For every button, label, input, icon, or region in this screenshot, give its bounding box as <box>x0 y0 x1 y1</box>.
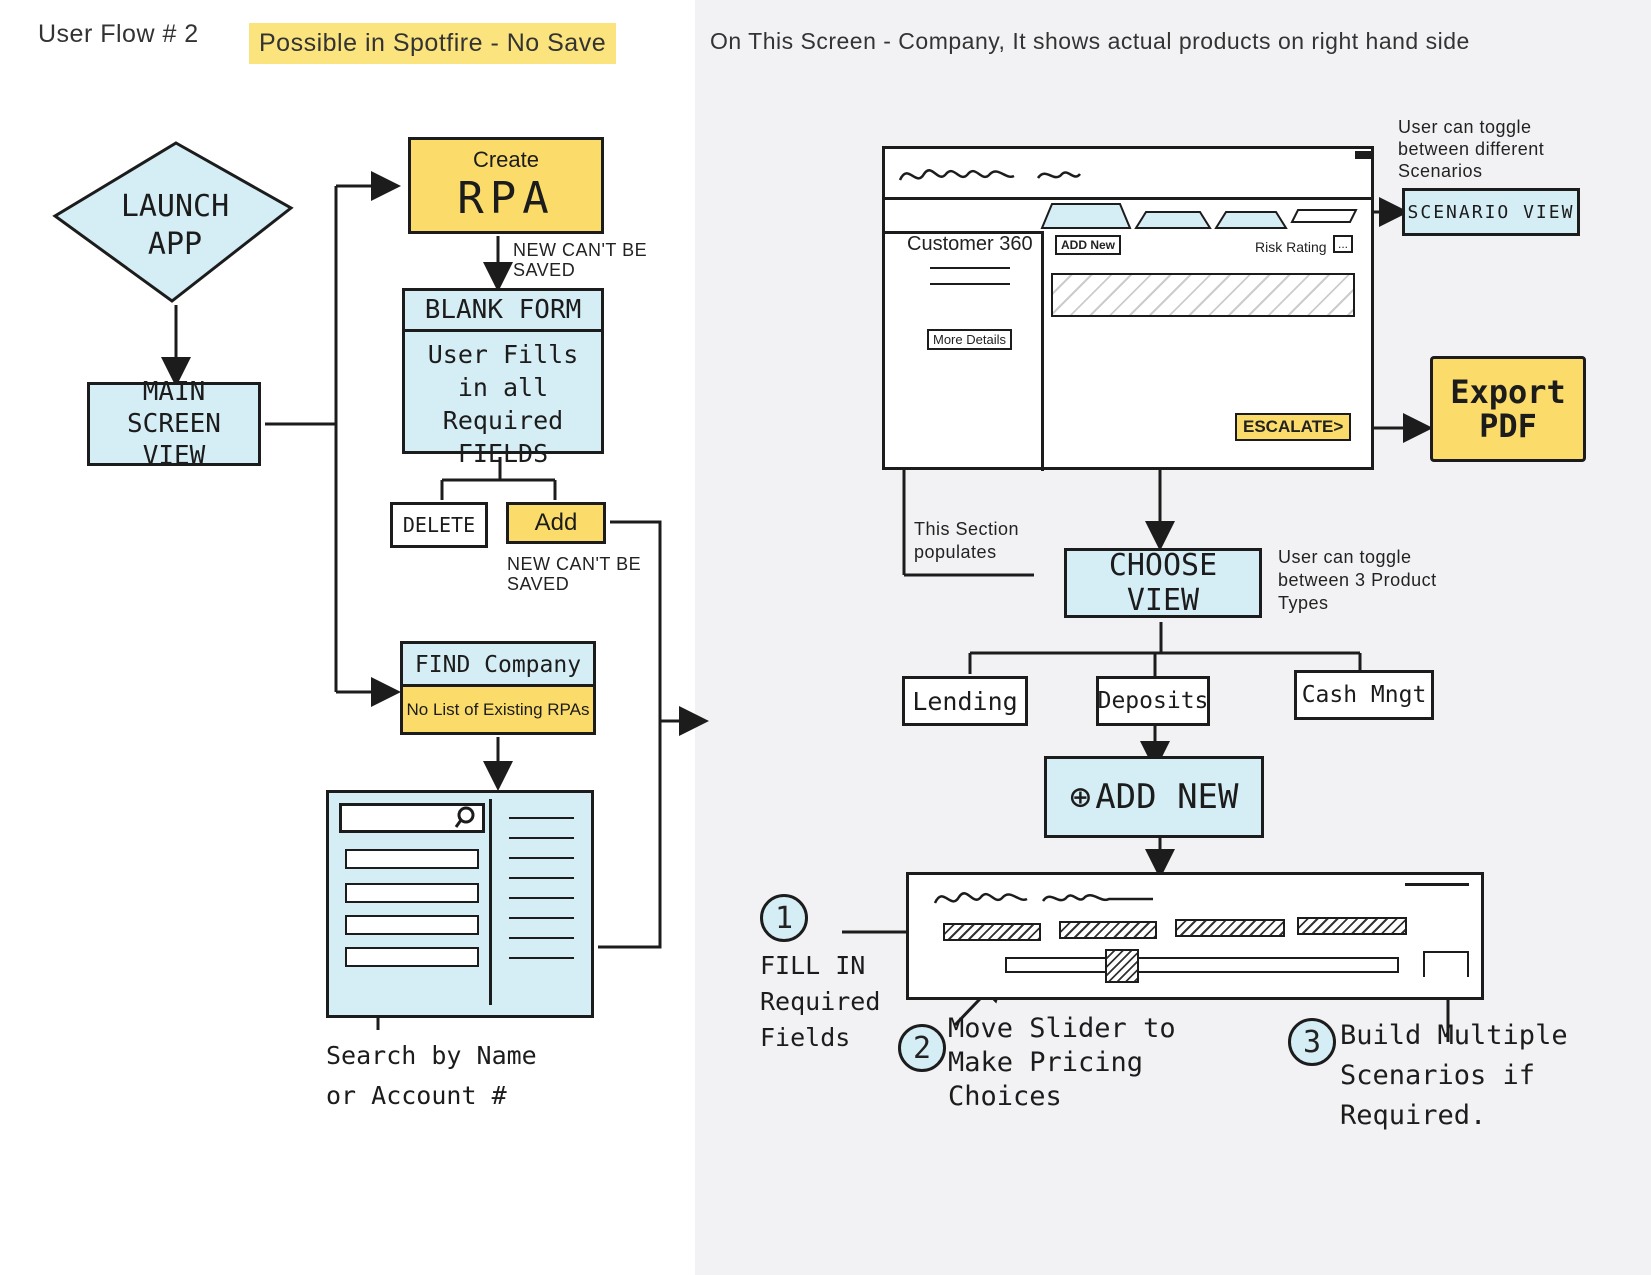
step-3-badge: 3 <box>1288 1018 1336 1066</box>
choose-view-label: CHOOSE VIEW <box>1108 548 1218 618</box>
required-field-input[interactable] <box>1175 919 1285 937</box>
pricing-slider-handle[interactable] <box>1105 949 1139 983</box>
search-screen-sketch <box>326 790 594 1018</box>
scenario-builder-wireframe <box>906 872 1484 1000</box>
main-screen-view-label: MAIN SCREEN VIEW <box>127 377 221 471</box>
spotfire-badge: Possible in Spotfire - No Save <box>249 23 617 64</box>
step-3-text: Build Multiple Scenarios if Required. <box>1340 1020 1568 1131</box>
cash-mngt-tab[interactable]: Cash Mngt <box>1294 670 1434 720</box>
result-row[interactable] <box>345 883 479 903</box>
step-2-number: 2 <box>912 1030 932 1066</box>
plus-icon: ⊕ <box>1069 776 1092 818</box>
required-field-input[interactable] <box>943 923 1041 941</box>
lending-label: Lending <box>912 686 1018 716</box>
delete-button[interactable]: DELETE <box>390 502 488 548</box>
launch-diamond <box>52 141 294 303</box>
flow-title: User Flow # 2 <box>38 20 199 48</box>
cash-mngt-label: Cash Mngt <box>1301 682 1427 708</box>
scenario-tabs[interactable] <box>1040 198 1360 230</box>
step-1-number: 1 <box>774 900 794 936</box>
search-icon <box>454 806 475 828</box>
blank-form-title: BLANK FORM <box>405 291 601 332</box>
required-field-input[interactable] <box>1059 921 1157 939</box>
window-title-scribble <box>898 169 1081 181</box>
create-label: Create <box>472 147 540 172</box>
add-label: Add <box>534 509 578 536</box>
product-row-sketch[interactable] <box>1051 273 1355 317</box>
add-scenario-button[interactable] <box>1423 951 1469 977</box>
customer-360-label: Customer 360 <box>907 233 1033 255</box>
step-1-text: FILL IN Required Fields <box>760 951 881 1052</box>
risk-rating-label: Risk Rating <box>1255 239 1327 255</box>
screen-description: On This Screen - Company, It shows actua… <box>710 28 1470 54</box>
divider <box>489 799 492 1005</box>
escalate-button[interactable]: ESCALATE> <box>1235 413 1352 441</box>
choose-view-box[interactable]: CHOOSE VIEW <box>1064 548 1262 618</box>
delete-label: DELETE <box>402 513 476 537</box>
left-column-rule <box>1041 231 1044 471</box>
add-new-big-button[interactable]: ⊕ ADD NEW <box>1044 756 1264 838</box>
more-details-button[interactable]: More Details <box>927 329 1012 350</box>
add-new-big-label: ADD NEW <box>1095 777 1239 817</box>
result-row[interactable] <box>345 849 479 869</box>
result-row[interactable] <box>345 915 479 935</box>
hatch-lines <box>509 817 574 959</box>
no-list-label: No List of Existing RPAs <box>403 687 593 732</box>
step-2-badge: 2 <box>898 1024 946 1072</box>
deposits-tab[interactable]: Deposits <box>1096 676 1210 726</box>
export-pdf-box[interactable]: Export PDF <box>1430 356 1586 462</box>
blank-form-box[interactable]: BLANK FORM User Fills in all Required FI… <box>402 288 604 468</box>
lending-tab[interactable]: Lending <box>902 676 1028 726</box>
title-divider <box>885 197 1371 200</box>
result-row[interactable] <box>345 947 479 967</box>
search-note: Search by Name or Account # <box>326 1041 537 1110</box>
new-cant-be-saved-note-1: NEW CAN'T BE SAVED <box>513 240 648 280</box>
add-button[interactable]: Add <box>506 502 606 544</box>
rpa-label: RPA <box>457 173 555 224</box>
section-populates-note: This Section populates <box>914 519 1020 562</box>
deposits-label: Deposits <box>1097 688 1209 714</box>
builder-title-scribble <box>933 892 1153 904</box>
new-cant-be-saved-note-2: NEW CAN'T BE SAVED <box>507 554 642 594</box>
create-rpa-box[interactable]: Create RPA <box>408 137 604 234</box>
step-3-number: 3 <box>1302 1024 1322 1060</box>
step-2-text: Move Slider to Make Pricing Choices <box>948 1013 1176 1112</box>
customer-detail-line <box>930 283 1010 285</box>
window-control-icon <box>1405 883 1469 886</box>
step-1-badge: 1 <box>760 894 808 942</box>
launch-app-label: LAUNCH APP <box>120 189 230 262</box>
find-company-box[interactable]: FIND Company No List of Existing RPAs <box>400 641 596 735</box>
scenario-view-label: SCENARIO VIEW <box>1407 201 1575 223</box>
scenario-view-box[interactable]: SCENARIO VIEW <box>1402 188 1580 236</box>
find-company-label: FIND Company <box>403 644 593 687</box>
add-new-small-button[interactable]: ADD New <box>1055 235 1122 255</box>
main-screen-wireframe: Customer 360 More Details ADD New Risk R… <box>882 146 1374 471</box>
toggle-products-note: User can toggle between 3 Product Types <box>1278 547 1437 613</box>
required-field-input[interactable] <box>1297 917 1407 935</box>
window-control-icon <box>1355 151 1371 159</box>
customer-detail-line <box>930 267 1010 269</box>
pricing-slider-track[interactable] <box>1005 957 1399 973</box>
export-pdf-label: Export PDF <box>1450 373 1566 445</box>
toggle-scenarios-note: User can toggle between different Scenar… <box>1398 117 1545 181</box>
risk-rating-dropdown[interactable]: ... <box>1333 235 1354 253</box>
blank-form-body: User Fills in all Required FIELDS <box>427 340 579 468</box>
left-top-rule <box>885 231 1041 234</box>
main-screen-view-box[interactable]: MAIN SCREEN VIEW <box>87 377 261 471</box>
